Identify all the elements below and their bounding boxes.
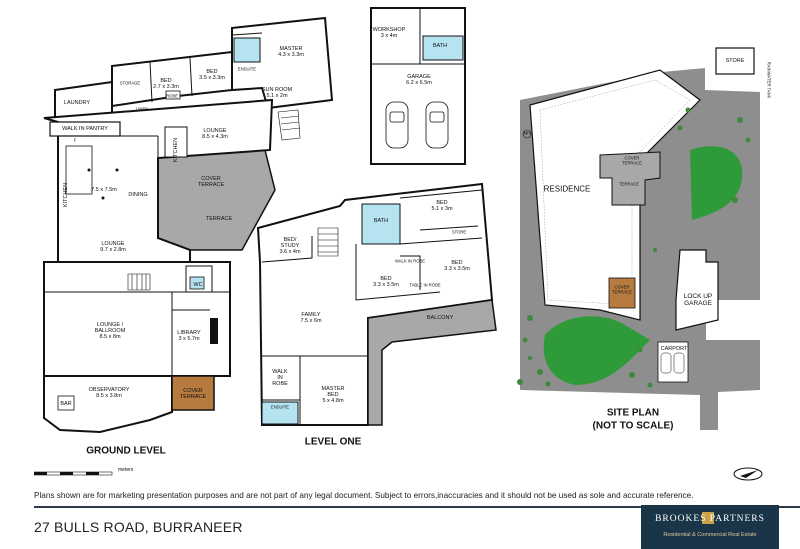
- agency-logo: BROOKES PARTNERS Residential & Commercia…: [641, 505, 779, 549]
- property-address: 27 BULLS ROAD, BURRANEER: [34, 519, 243, 535]
- label-l1-ensuite: ENSUITE: [270, 404, 290, 410]
- agency-tagline: Residential & Commercial Real Estate: [663, 532, 757, 538]
- agency-name: BROOKES PARTNERS: [655, 514, 765, 524]
- footer-divider: [34, 506, 800, 508]
- label-bar: BAR: [60, 401, 72, 407]
- site-plan-title: SITE PLAN: [606, 407, 660, 419]
- north-arrow-icon: [733, 467, 763, 481]
- label-pantry-f: F: [73, 137, 77, 143]
- label-carport: CARPORT: [660, 346, 688, 352]
- label-robe: ROBE: [166, 93, 178, 99]
- label-kitchen-top: KITCHEN: [173, 137, 179, 163]
- label-storage: STORAGE: [119, 80, 141, 86]
- agency-emblem-icon: [702, 512, 714, 524]
- label-linen: LINEN: [135, 106, 149, 112]
- label-dining: DINING: [128, 192, 148, 198]
- not-to-scale-note: (NOT TO SCALE): [592, 420, 674, 432]
- ground-level-title: GROUND LEVEL: [86, 445, 166, 457]
- label-wc: WC: [193, 282, 203, 288]
- label-l1-walk-robe: WALK IN ROBE: [394, 258, 426, 264]
- label-terrace: TERRACE: [205, 216, 233, 222]
- label-kitchen-dining-dim: 7.5 x 7.5m: [91, 187, 117, 193]
- level-one-title: LEVEL ONE: [304, 436, 362, 448]
- label-l1-table-robe: TABLE IN ROBE: [409, 282, 441, 288]
- label-site-terrace: TERRACE: [618, 181, 640, 187]
- label-l1-bath: BATH: [373, 218, 389, 224]
- site-plan: [517, 47, 760, 430]
- label-residence: RESIDENCE: [543, 184, 591, 194]
- label-workshop-bath: BATH: [432, 43, 448, 49]
- label-l1-store: STORE: [451, 229, 467, 235]
- ground-level-plan: [43, 16, 334, 434]
- label-site-cover-terrace-small: COVER TERRACE: [611, 284, 632, 294]
- scale-unit: meters: [118, 467, 134, 473]
- label-mh: MH: [523, 130, 531, 136]
- garage-building: [370, 7, 466, 165]
- disclaimer-text: Plans shown are for marketing presentati…: [34, 491, 694, 500]
- label-rainwater-tank: RAINWATER TANK: [766, 61, 772, 99]
- label-ensuite: ENSUITE: [237, 66, 257, 72]
- label-walk-in-pantry: WALK IN PANTRY: [62, 126, 108, 132]
- label-site-store: STORE: [725, 58, 745, 64]
- level-one-plan: [256, 182, 497, 426]
- label-kitchen-left: KITCHEN: [63, 182, 69, 208]
- label-l1-balcony: BALCONY: [426, 315, 454, 321]
- floor-plan-drawing: [43, 7, 763, 481]
- label-laundry: LAUNDRY: [63, 100, 91, 106]
